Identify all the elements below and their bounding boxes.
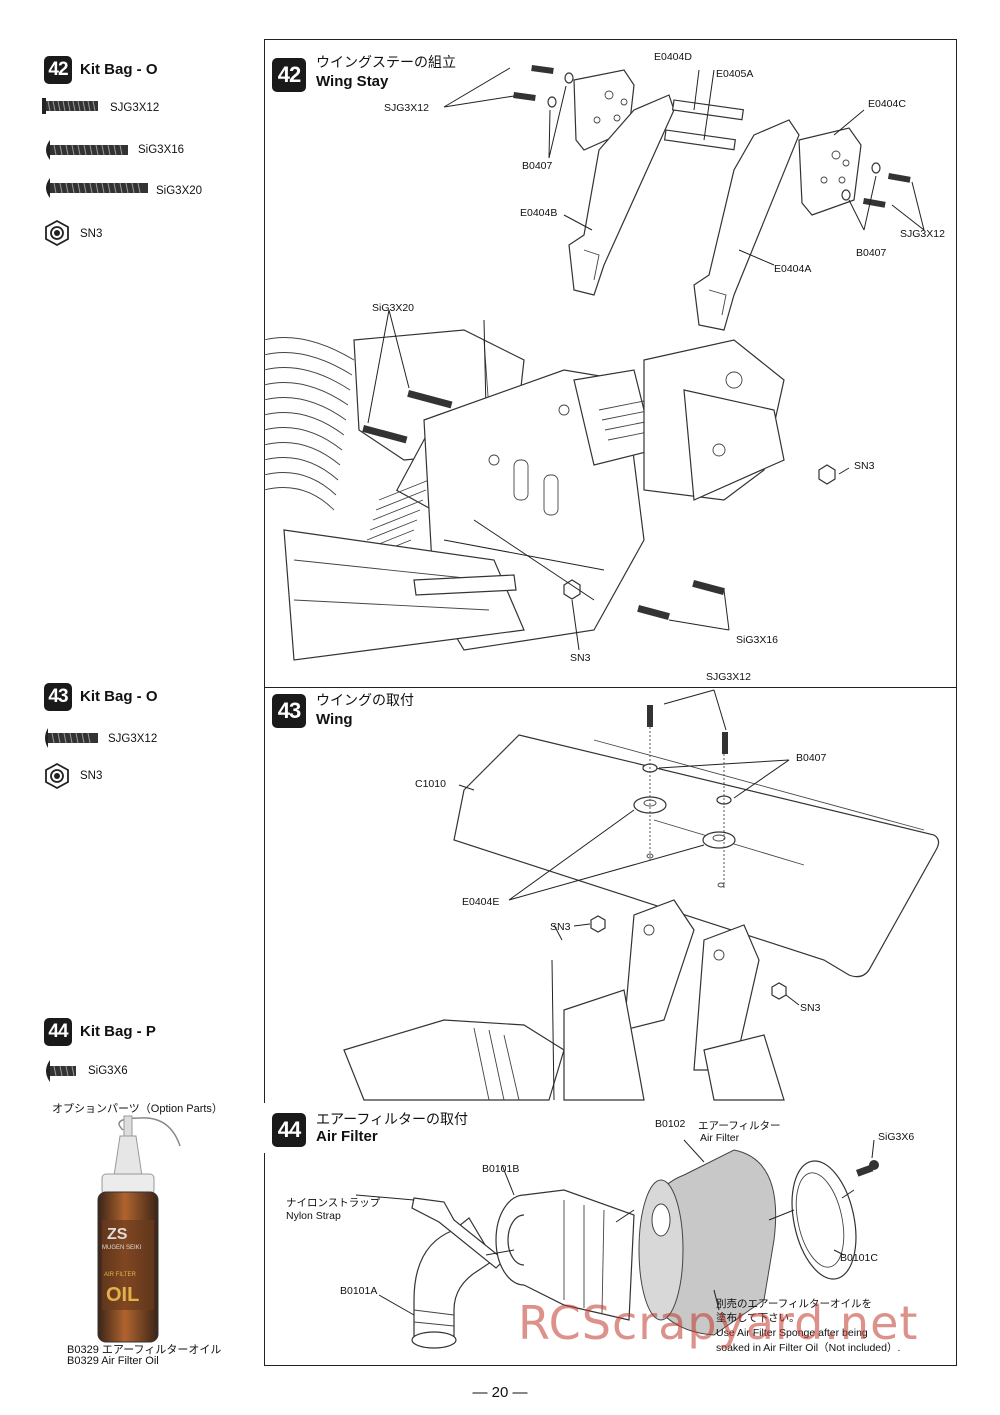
label-sn3-bottom: SN3: [570, 652, 591, 664]
label-sn3-left: SN3: [550, 921, 571, 933]
step-43-title-en: Wing: [316, 711, 353, 728]
step-44-title-en: Air Filter: [316, 1128, 378, 1145]
step-42-number: 42: [272, 58, 306, 92]
oil-bottle-image: [97, 1115, 181, 1343]
label-e0404d: E0404D: [654, 51, 692, 63]
step-42-badge: 42: [44, 56, 72, 84]
label-e0404c: E0404C: [868, 98, 906, 110]
label-b0407-right: B0407: [856, 247, 887, 259]
part-label: SiG3X20: [156, 185, 203, 197]
nut-sn3-icon: [45, 219, 69, 247]
kit-bag-42-title: Kit Bag - O: [80, 61, 158, 78]
filter-oil-note-jp-2: 塗布して下さい。: [716, 1312, 800, 1324]
screw-sig3x20-icon: [46, 178, 148, 198]
label-b0101b: B0101B: [482, 1163, 520, 1175]
bottle-product: AIR FILTER: [104, 1272, 136, 1278]
step-42-title-en: Wing Stay: [316, 73, 389, 90]
instruction-frame: [264, 39, 957, 1366]
part-label: SiG3X6: [88, 1065, 128, 1077]
part-label: SN3: [80, 228, 103, 240]
label-sjg3x12: SJG3X12: [706, 671, 751, 683]
filter-oil-note-jp-1: 別売のエアーフィルターオイルを: [716, 1298, 873, 1310]
screw-sjg3x12-icon: [45, 728, 98, 748]
label-sig3x16: SiG3X16: [736, 634, 779, 646]
step-43-number: 43: [272, 694, 306, 728]
kit-bag-44-title: Kit Bag - P: [80, 1023, 156, 1040]
label-sn3-right: SN3: [854, 460, 875, 472]
label-sjg3x12-right: SJG3X12: [900, 228, 945, 240]
label-nylon-strap-jp: ナイロンストラップ: [286, 1197, 381, 1209]
label-b0102-code: B0102: [655, 1118, 686, 1130]
label-b0101a: B0101A: [340, 1285, 378, 1297]
part-label: SN3: [80, 770, 103, 782]
page-number: — 20 —: [472, 1384, 528, 1401]
part-label: SiG3X16: [138, 144, 185, 156]
step-44-number: 44: [272, 1113, 306, 1147]
screw-sig3x16-icon: [46, 140, 128, 160]
step-43-badge: 43: [44, 683, 72, 711]
label-sn3-right: SN3: [800, 1002, 821, 1014]
label-e0404a: E0404A: [774, 263, 812, 275]
step-43-title-jp: ウイングの取付: [316, 692, 414, 708]
option-caption-en: B0329 Air Filter Oil: [67, 1355, 159, 1367]
kit-bag-43-title: Kit Bag - O: [80, 688, 158, 705]
label-nylon-strap-en: Nylon Strap: [286, 1210, 341, 1222]
screw-sjg3x12-icon: [42, 98, 98, 114]
option-caption-jp: B0329 エアーフィルターオイル: [67, 1344, 222, 1356]
air-filter-exploded-drawing: [355, 1139, 879, 1349]
label-b0101c: B0101C: [840, 1252, 878, 1264]
part-label: SJG3X12: [110, 102, 160, 114]
label-b0407-left: B0407: [522, 160, 553, 172]
wing-stay-exploded-drawing: [443, 65, 925, 331]
bottle-brand: ZS: [107, 1226, 128, 1243]
bottle-oil: OIL: [106, 1284, 140, 1306]
label-e0404e: E0404E: [462, 896, 500, 908]
label-sjg3x12-left: SJG3X12: [384, 102, 429, 114]
screw-sig3x6-icon: [46, 1060, 76, 1082]
filter-oil-note-en-2: soaked in Air Filter Oil（Not included）.: [716, 1342, 901, 1354]
section-divider: [264, 687, 957, 688]
step-44-title-jp: エアーフィルターの取付: [316, 1111, 469, 1127]
label-sig3x6: SiG3X6: [878, 1131, 915, 1143]
part-label: SJG3X12: [108, 733, 158, 745]
bottle-maker: MUGEN SEIKI: [102, 1245, 142, 1251]
wing-mounting-drawing: [343, 689, 940, 1101]
label-e0404b: E0404B: [520, 207, 558, 219]
step-44-badge: 44: [44, 1018, 72, 1046]
rear-chassis-drawing: [263, 309, 850, 661]
label-e0405a: E0405A: [716, 68, 754, 80]
option-parts-heading: オプションパーツ（Option Parts）: [52, 1103, 223, 1115]
nut-sn3-icon: [45, 762, 69, 790]
label-c1010: C1010: [415, 778, 446, 790]
filter-oil-note-en-1: Use Air Filter Sponge after being: [716, 1327, 868, 1339]
label-sig3x20: SiG3X20: [372, 302, 415, 314]
step-42-title-jp: ウイングステーの組立: [316, 54, 456, 70]
label-b0102-en: Air Filter: [700, 1132, 740, 1144]
label-b0407: B0407: [796, 752, 827, 764]
watermark: RCScrapyard.net: [518, 1296, 919, 1350]
label-b0102-jp: エアーフィルター: [698, 1120, 781, 1132]
